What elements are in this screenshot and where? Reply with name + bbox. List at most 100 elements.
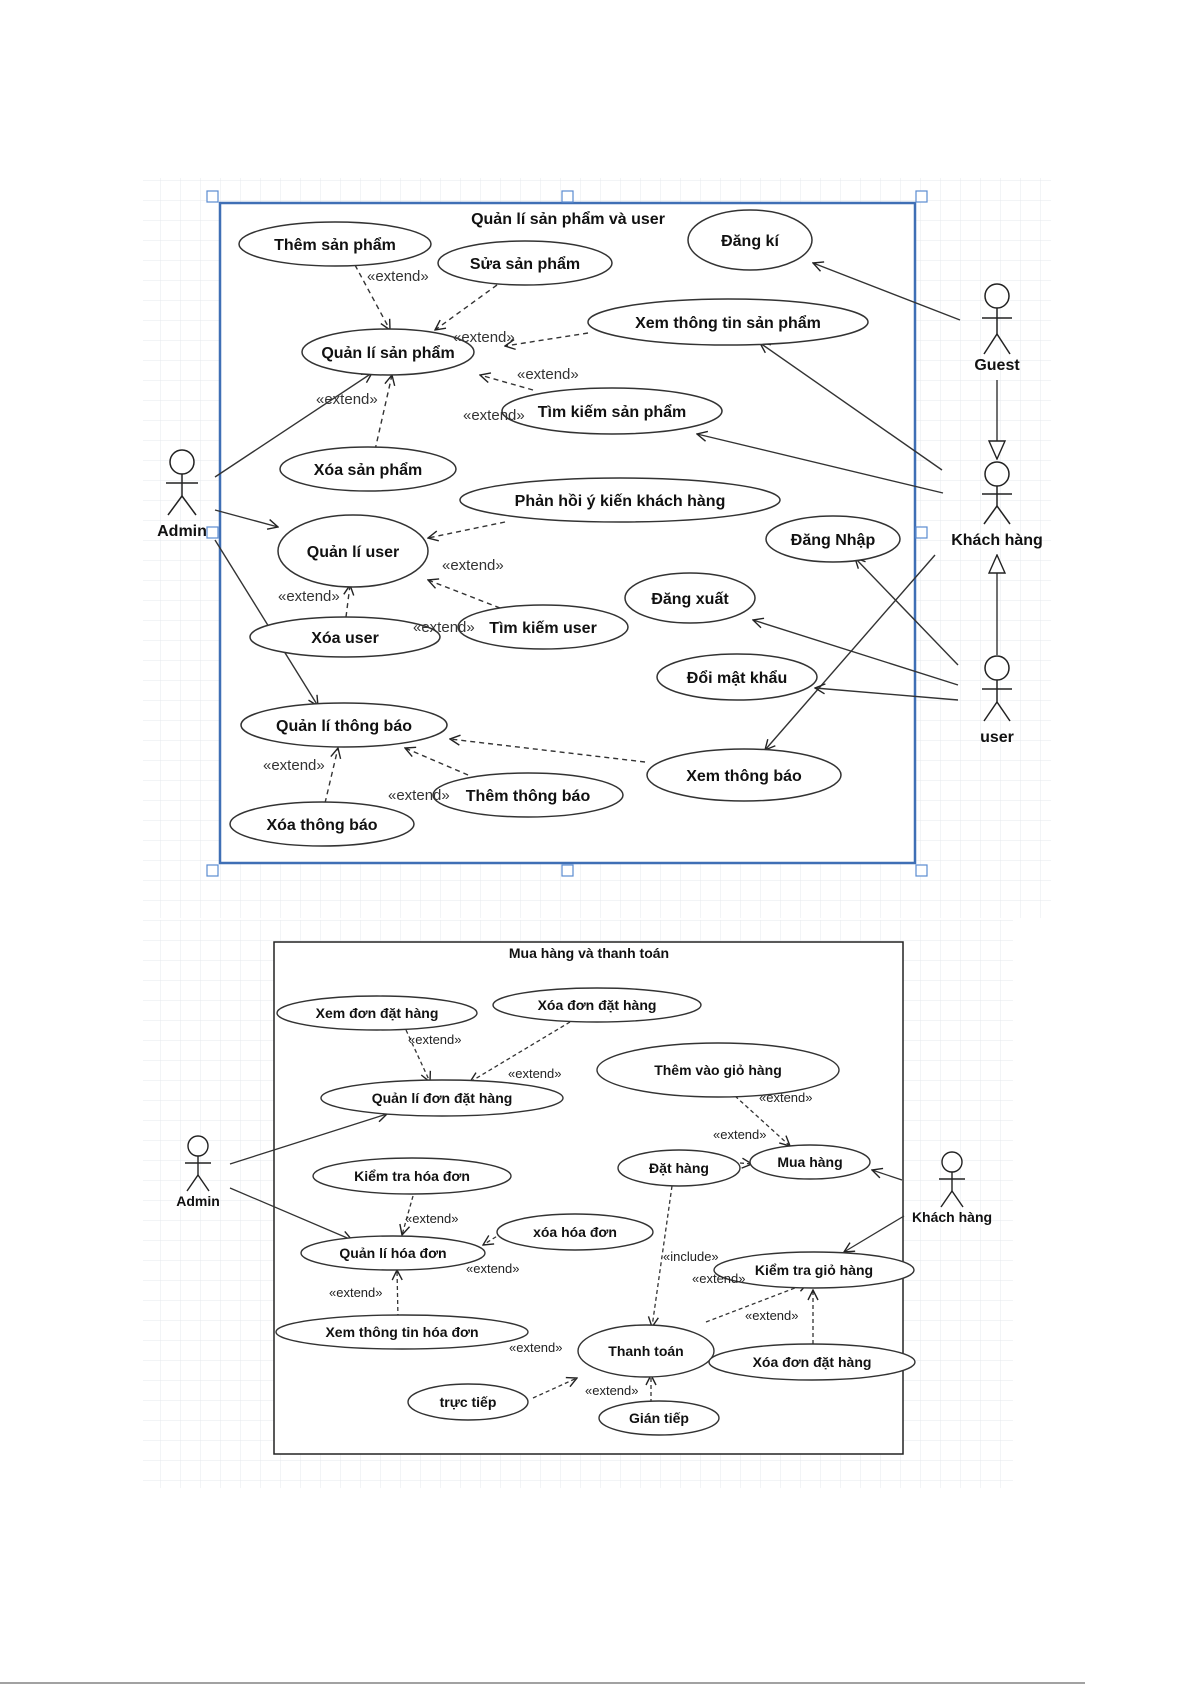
extend-label: «extend» — [408, 1032, 462, 1047]
connections — [214, 263, 997, 804]
usecase-them-san-pham[interactable] — [238, 221, 432, 267]
extend-label: «extend» — [367, 268, 429, 285]
actor-admin-2[interactable] — [185, 1135, 211, 1192]
label-xem-don-dat-hang: Xem đơn đặt hàng — [316, 1005, 439, 1021]
label-phan-hoi-y-kien: Phản hồi ý kiến khách hàng — [515, 493, 726, 510]
usecase-kiem-tra-gio-hang[interactable] — [713, 1251, 915, 1289]
label-doi-mat-khau: Đổi mật khẩu — [687, 669, 787, 687]
extend-label: «extend» — [466, 1261, 520, 1276]
extend-label: «extend» — [278, 588, 340, 605]
usecase-dang-xuat[interactable] — [624, 572, 756, 624]
usecase-dang-ki[interactable] — [687, 209, 813, 271]
extend-label: «extend» — [413, 619, 475, 636]
label-truc-tiep: trực tiếp — [440, 1394, 497, 1410]
usecase-xem-thong-tin-san-pham[interactable] — [587, 298, 869, 346]
extend-label: «extend» — [453, 329, 515, 346]
usecase-labels: Xem đơn đặt hàng Xóa đơn đặt hàng Quản l… — [316, 997, 873, 1426]
label-xem-thong-tin-san-pham: Xem thông tin sản phẩm — [635, 314, 821, 332]
usecase-truc-tiep[interactable] — [407, 1383, 529, 1421]
usecase-gian-tiep[interactable] — [598, 1400, 720, 1436]
usecase-tim-kiem-user[interactable] — [457, 604, 629, 650]
usecase-dang-nhap[interactable] — [765, 515, 901, 563]
extend-label: «extend» — [692, 1271, 746, 1286]
connections — [229, 1021, 905, 1403]
diagram1-title: Quản lí sản phẩm và user — [471, 210, 665, 228]
usecase-sua-san-pham[interactable] — [437, 240, 613, 286]
extend-label: «extend» — [463, 407, 525, 424]
usecase-xoa-user[interactable] — [249, 616, 441, 658]
extend-label: «extend» — [745, 1308, 799, 1323]
label-xoa-don-dat-hang: Xóa đơn đặt hàng — [753, 1354, 872, 1370]
usecase-quan-li-don-dat-hang[interactable] — [320, 1079, 564, 1117]
diagram-product-user: Quản lí sản phẩm và user — [143, 178, 1051, 918]
label-xoa-thong-bao: Xóa thông báo — [266, 817, 377, 834]
extend-label: «extend» — [263, 757, 325, 774]
usecase-xoa-don-dat-hang-top[interactable] — [492, 987, 702, 1023]
extend-label: «extend» — [713, 1127, 767, 1142]
usecase-phan-hoi-y-kien[interactable] — [459, 477, 781, 523]
usecase-labels: Thêm sản phẩm Sửa sản phẩm Quản lí sản p… — [266, 233, 875, 834]
extend-label: «extend» — [388, 787, 450, 804]
label-kiem-tra-hoa-don: Kiểm tra hóa đơn — [354, 1168, 470, 1184]
label-quan-li-hoa-don: Quản lí hóa đơn — [339, 1245, 446, 1261]
extend-label: «extend» — [509, 1340, 563, 1355]
include-label: «include» — [663, 1249, 719, 1264]
usecase-quan-li-hoa-don[interactable] — [300, 1235, 486, 1271]
usecase-xoa-san-pham[interactable] — [279, 446, 457, 492]
usecase-quan-li-san-pham[interactable] — [301, 328, 475, 376]
label-xem-thong-tin-hoa-don: Xem thông tin hóa đơn — [325, 1324, 478, 1340]
usecase-tim-kiem-san-pham[interactable] — [501, 387, 723, 435]
extend-label: «extend» — [585, 1383, 639, 1398]
extend-label: «extend» — [405, 1211, 459, 1226]
usecase-xem-thong-bao[interactable] — [646, 748, 842, 802]
usecase-xoa-don-dat-hang[interactable] — [708, 1343, 916, 1381]
usecase-quan-li-thong-bao[interactable] — [240, 702, 448, 748]
selection-handles — [206, 190, 928, 877]
relationship-labels: «extend» «extend» «extend» «extend» «ext… — [329, 1032, 813, 1398]
usecase-them-vao-gio-hang[interactable] — [596, 1042, 840, 1098]
label-them-thong-bao: Thêm thông báo — [466, 788, 591, 805]
usecase-them-thong-bao[interactable] — [432, 772, 624, 818]
label-xoa-hoa-don: xóa hóa đơn — [533, 1224, 617, 1240]
usecase-xoa-thong-bao[interactable] — [229, 801, 415, 847]
extend-labels: «extend» «extend» «extend» «extend» «ext… — [263, 268, 579, 804]
usecase-xem-thong-tin-hoa-don[interactable] — [275, 1314, 529, 1350]
label-xoa-san-pham: Xóa sản phẩm — [314, 461, 422, 479]
diagram-purchase-payment: Mua hàng và thanh toán — [143, 920, 1013, 1488]
usecase-quan-li-user[interactable] — [277, 514, 429, 588]
label-mua-hang: Mua hàng — [777, 1154, 842, 1170]
actor-admin-label: Admin — [157, 523, 207, 540]
label-thanh-toan: Thanh toán — [608, 1343, 683, 1359]
usecase-mua-hang[interactable] — [749, 1144, 871, 1180]
actor-user[interactable] — [982, 655, 1012, 722]
label-dang-ki: Đăng kí — [721, 233, 779, 250]
label-xem-thong-bao: Xem thông báo — [686, 768, 802, 785]
usecase-kiem-tra-hoa-don[interactable] — [312, 1157, 512, 1195]
actor-khach-hang[interactable] — [982, 461, 1012, 525]
extend-label: «extend» — [508, 1066, 562, 1081]
diagram2-title: Mua hàng và thanh toán — [509, 945, 669, 961]
actor-user-label: user — [980, 729, 1014, 746]
usecase-thanh-toan[interactable] — [577, 1324, 715, 1378]
actor-guest[interactable] — [982, 283, 1012, 355]
label-tim-kiem-san-pham: Tìm kiếm sản phẩm — [538, 403, 687, 421]
usecases — [275, 987, 916, 1436]
label-quan-li-thong-bao: Quản lí thông báo — [276, 718, 412, 735]
usecases — [229, 209, 901, 847]
actor-khach-hang-label: Khách hàng — [951, 532, 1043, 549]
actor-khach-hang-2[interactable] — [939, 1151, 965, 1208]
extend-label: «extend» — [517, 366, 579, 383]
usecase-xem-don-dat-hang[interactable] — [276, 995, 478, 1031]
usecase-xoa-hoa-don[interactable] — [496, 1213, 654, 1251]
usecase-dat-hang[interactable] — [617, 1149, 741, 1187]
label-tim-kiem-user: Tìm kiếm user — [489, 620, 597, 637]
actor-admin[interactable] — [166, 449, 198, 516]
usecase-doi-mat-khau[interactable] — [656, 653, 818, 701]
extend-label: «extend» — [316, 391, 378, 408]
extend-label: «extend» — [442, 557, 504, 574]
extend-label: «extend» — [329, 1285, 383, 1300]
label-quan-li-san-pham: Quản lí sản phẩm — [321, 344, 454, 362]
label-dang-xuat: Đăng xuất — [651, 591, 729, 608]
actor-khach-hang-2-label: Khách hàng — [912, 1209, 992, 1225]
